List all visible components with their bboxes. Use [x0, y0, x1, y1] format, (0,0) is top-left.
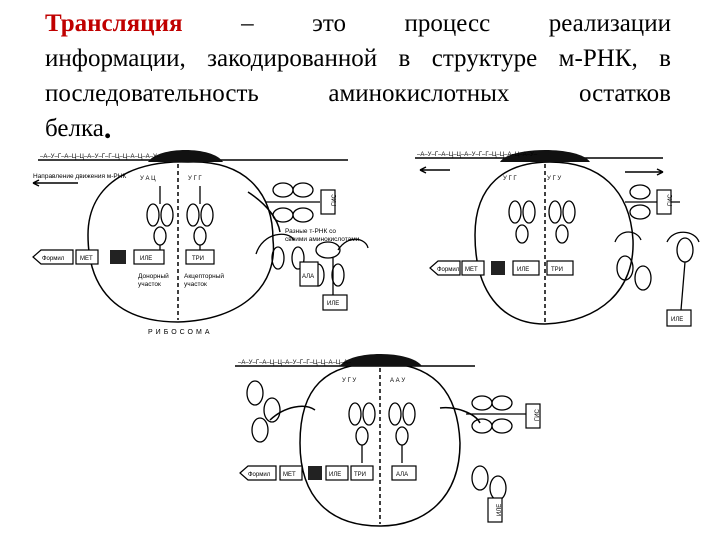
- free-trna-label: своими аминокислотами: [285, 236, 360, 243]
- amino-acid-tri: ТРИ: [551, 267, 563, 273]
- word: в: [659, 45, 671, 72]
- anticodon-label: У Г Г: [503, 176, 517, 182]
- text-line-4: белка.: [45, 111, 671, 146]
- anticodon-label: У Г Г: [188, 176, 202, 182]
- amino-acid-ala: АЛА: [396, 472, 408, 478]
- amino-acid-met: МЕТ: [465, 267, 478, 273]
- word: –: [241, 10, 254, 37]
- amino-acid-met: МЕТ: [283, 472, 296, 478]
- text-line-2: информации, закодированной в структуре м…: [45, 41, 671, 76]
- mrna-sequence: –А–У–Г–А–Ц–Ц–А–У–Г–Г–Ц–Ц–А–Ц–А–У–: [417, 152, 538, 158]
- word: м-РНК,: [558, 45, 638, 72]
- word: последовательность: [45, 80, 259, 107]
- amino-acid-ile: ИЛЕ: [517, 267, 529, 273]
- translation-diagram-panel-2: –А–У–Г–А–Ц–Ц–А–У–Г–Г–Ц–Ц–А–Ц–А–У– У Г Г …: [415, 150, 700, 327]
- amino-acid-ile: ИЛЕ: [497, 504, 503, 516]
- term-translation: Трансляция: [45, 10, 183, 37]
- anticodon-label: У Г У: [547, 176, 561, 182]
- amino-acid-ala: АЛА: [302, 274, 314, 280]
- word: это: [312, 10, 346, 37]
- translation-diagram-panel-1: –А–У–Г–А–Ц–Ц–А–У–Г–Г–Ц–Ц–А–Ц–А–У– Направ…: [32, 150, 369, 336]
- word: структуре: [431, 45, 538, 72]
- ribosome-label: РИБОСОМА: [148, 329, 213, 336]
- amino-acid-tri: ТРИ: [354, 472, 366, 478]
- amino-acid-met: МЕТ: [80, 256, 93, 262]
- word: белка: [45, 115, 104, 142]
- definition-paragraph: Трансляция – это процесс реализации инфо…: [45, 6, 671, 146]
- anticodon-label: У А Ц: [140, 176, 156, 182]
- amino-acid-ile: ИЛЕ: [329, 472, 341, 478]
- word: аминокислотных: [328, 80, 510, 107]
- word: остатков: [578, 80, 671, 107]
- translation-diagram-panel-3: –А–У–Г–А–Ц–Ц–А–У–Г–Г–Ц–Ц–А–Ц–А– У Г У А …: [235, 354, 541, 527]
- word: информации,: [45, 45, 186, 72]
- donor-site-label: Донорный: [138, 272, 169, 280]
- amino-acid-ile: ИЛЕ: [140, 256, 152, 262]
- mrna-sequence: –А–У–Г–А–Ц–Ц–А–У–Г–Г–Ц–Ц–А–Ц–А–У–: [40, 154, 161, 160]
- word: реализации: [548, 10, 671, 37]
- word: процесс: [404, 10, 491, 37]
- period: .: [103, 112, 112, 145]
- word: в: [398, 45, 411, 72]
- acceptor-site-label: Акцепторный: [184, 272, 224, 280]
- formyl-label: Формил: [248, 472, 271, 478]
- amino-acid-gis: ГИС: [535, 408, 541, 421]
- free-trna-label: Разные т-РНК со: [285, 228, 336, 235]
- amino-acid-ile: ИЛЕ: [327, 301, 339, 307]
- anticodon-label: А А У: [390, 378, 405, 384]
- amino-acid-ile: ИЛЕ: [671, 317, 683, 323]
- word: закодированной: [207, 45, 378, 72]
- amino-acid-gis: ГИС: [668, 193, 674, 206]
- mrna-direction-label: Направление движения м-РНК: [33, 173, 126, 180]
- formyl-label: Формил: [42, 256, 65, 262]
- amino-acid-tri: ТРИ: [192, 256, 204, 262]
- acceptor-site-label: участок: [184, 281, 207, 288]
- amino-acid-gis: ГИС: [332, 193, 338, 206]
- anticodon-label: У Г У: [342, 378, 356, 384]
- donor-site-label: участок: [138, 281, 161, 288]
- mrna-sequence: –А–У–Г–А–Ц–Ц–А–У–Г–Г–Ц–Ц–А–Ц–А–: [238, 360, 352, 366]
- text-line-3: последовательность аминокислотных остатк…: [45, 76, 671, 111]
- formyl-label: Формил: [437, 267, 460, 273]
- text-line-1: Трансляция – это процесс реализации: [45, 6, 671, 41]
